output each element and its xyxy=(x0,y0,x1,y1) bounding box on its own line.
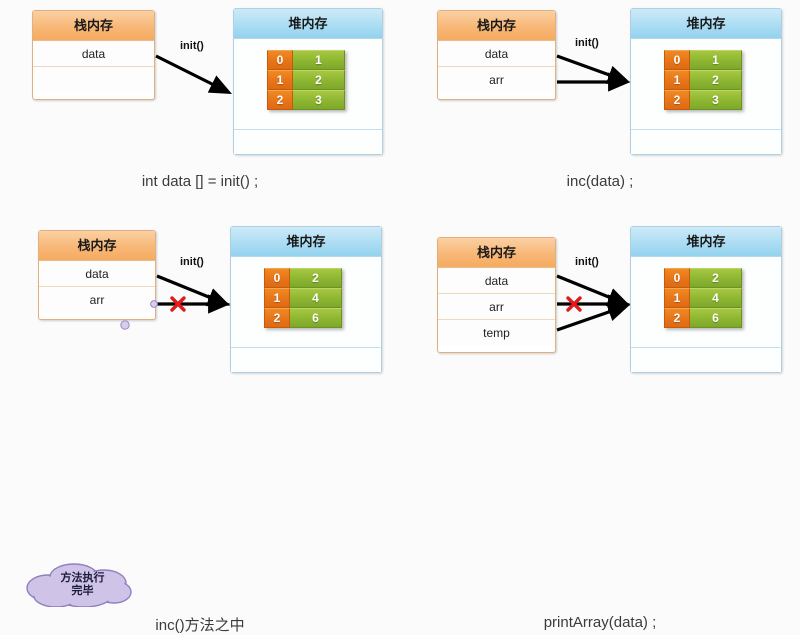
array-value: 6 xyxy=(290,308,342,328)
stack-memory-title: 栈内存 xyxy=(39,231,155,261)
panel-caption: int data [] = init() ; xyxy=(141,173,259,190)
arrow-label-init: init() xyxy=(575,37,599,49)
heap-body: 0 1 1 2 2 3 xyxy=(631,39,781,130)
array-value: 3 xyxy=(293,90,345,110)
stack-row-data: data xyxy=(438,268,555,294)
array-value: 4 xyxy=(290,288,342,308)
heap-body: 0 1 1 2 2 3 xyxy=(234,39,382,130)
heap-body: 0 2 1 4 2 6 xyxy=(231,257,381,348)
diagram-panel-step-3: 栈内存 data arr 堆内存 0 2 1 4 2 6 ini xyxy=(0,218,400,634)
array-value: 2 xyxy=(690,268,742,288)
array-object: 0 1 1 2 2 3 xyxy=(664,50,742,110)
diagram-panel-step-1: 栈内存 data 堆内存 0 1 1 2 2 3 init() xyxy=(0,0,400,217)
array-index: 0 xyxy=(267,50,293,70)
array-index: 2 xyxy=(664,90,690,110)
stack-row-data: data xyxy=(39,261,155,287)
array-value: 2 xyxy=(690,70,742,90)
array-cell-row: 1 4 xyxy=(664,288,742,308)
heap-memory-title: 堆内存 xyxy=(631,227,781,257)
reference-arrow-data xyxy=(556,274,631,307)
array-index: 2 xyxy=(264,308,290,328)
array-index: 1 xyxy=(264,288,290,308)
arrow-label-init: init() xyxy=(575,256,599,268)
stack-memory-box: 栈内存 data arr temp xyxy=(437,237,556,353)
stack-row-arr: arr xyxy=(438,294,555,320)
heap-footer xyxy=(631,348,781,372)
array-cell-row: 0 1 xyxy=(267,50,345,70)
array-cell-row: 0 1 xyxy=(664,50,742,70)
array-cell-row: 1 2 xyxy=(664,70,742,90)
heap-memory-title: 堆内存 xyxy=(231,227,381,257)
array-cell-row: 2 6 xyxy=(264,308,342,328)
diagram-panel-step-2: 栈内存 data arr 堆内存 0 1 1 2 2 3 ini xyxy=(400,0,800,217)
array-cell-row: 0 2 xyxy=(664,268,742,288)
reference-arrow-data xyxy=(156,274,231,307)
stack-row-data: data xyxy=(33,41,154,67)
stack-row-arr: arr xyxy=(39,287,155,313)
panel-caption: printArray(data) ; xyxy=(543,614,657,631)
heap-memory-box: 堆内存 0 2 1 4 2 6 xyxy=(630,226,782,373)
heap-memory-box: 堆内存 0 2 1 4 2 6 xyxy=(230,226,382,373)
array-object: 0 2 1 4 2 6 xyxy=(264,268,342,328)
array-index: 0 xyxy=(664,268,690,288)
array-value: 3 xyxy=(690,90,742,110)
array-cell-row: 2 3 xyxy=(267,90,345,110)
array-index: 1 xyxy=(267,70,293,90)
array-index: 2 xyxy=(664,308,690,328)
array-index: 2 xyxy=(267,90,293,110)
stack-row-temp: temp xyxy=(438,320,555,346)
array-value: 1 xyxy=(690,50,742,70)
array-index: 1 xyxy=(664,288,690,308)
reference-arrow-temp xyxy=(556,302,631,332)
cloud-text-line-1: 方法执行 xyxy=(60,571,105,584)
heap-body: 0 2 1 4 2 6 xyxy=(631,257,781,348)
diagram-panel-step-4: 栈内存 data arr temp 堆内存 0 2 1 4 2 6 xyxy=(400,218,800,631)
heap-footer xyxy=(231,348,381,372)
arrow-label-init: init() xyxy=(180,256,204,268)
array-value: 4 xyxy=(690,288,742,308)
array-index: 0 xyxy=(264,268,290,288)
array-cell-row: 2 3 xyxy=(664,90,742,110)
reference-arrow-data xyxy=(155,54,233,95)
array-cell-row: 1 4 xyxy=(264,288,342,308)
stack-memory-box: 栈内存 data arr xyxy=(437,10,556,100)
heap-memory-title: 堆内存 xyxy=(631,9,781,39)
broken-reference-x-icon xyxy=(566,296,582,312)
array-value: 1 xyxy=(293,50,345,70)
broken-reference-x-icon xyxy=(170,296,186,312)
stack-memory-box: 栈内存 data xyxy=(32,10,155,100)
array-value: 6 xyxy=(690,308,742,328)
array-value: 2 xyxy=(293,70,345,90)
stack-memory-box: 栈内存 data arr xyxy=(38,230,156,320)
callout-tail-dot xyxy=(120,320,130,330)
stack-memory-title: 栈内存 xyxy=(33,11,154,41)
stack-row-empty xyxy=(33,67,154,93)
stack-row-data: data xyxy=(438,41,555,67)
array-index: 0 xyxy=(664,50,690,70)
reference-arrow-data xyxy=(556,54,631,84)
stack-memory-title: 栈内存 xyxy=(438,11,555,41)
array-cell-row: 0 2 xyxy=(264,268,342,288)
heap-memory-title: 堆内存 xyxy=(234,9,382,39)
heap-footer xyxy=(234,130,382,154)
heap-memory-box: 堆内存 0 1 1 2 2 3 xyxy=(630,8,782,155)
array-cell-row: 1 2 xyxy=(267,70,345,90)
heap-footer xyxy=(631,130,781,154)
stack-memory-title: 栈内存 xyxy=(438,238,555,268)
cloud-callout: 方法执行 完毕 xyxy=(22,562,135,607)
array-cell-row: 2 6 xyxy=(664,308,742,328)
array-object: 0 1 1 2 2 3 xyxy=(267,50,345,110)
array-index: 1 xyxy=(664,70,690,90)
panel-caption: inc(data) ; xyxy=(566,173,634,190)
heap-memory-box: 堆内存 0 1 1 2 2 3 xyxy=(233,8,383,155)
array-object: 0 2 1 4 2 6 xyxy=(664,268,742,328)
arrow-label-init: init() xyxy=(180,40,204,52)
cloud-text-line-2: 完毕 xyxy=(71,584,94,597)
array-value: 2 xyxy=(290,268,342,288)
stack-row-arr: arr xyxy=(438,67,555,93)
panel-caption: inc()方法之中 xyxy=(155,617,245,634)
